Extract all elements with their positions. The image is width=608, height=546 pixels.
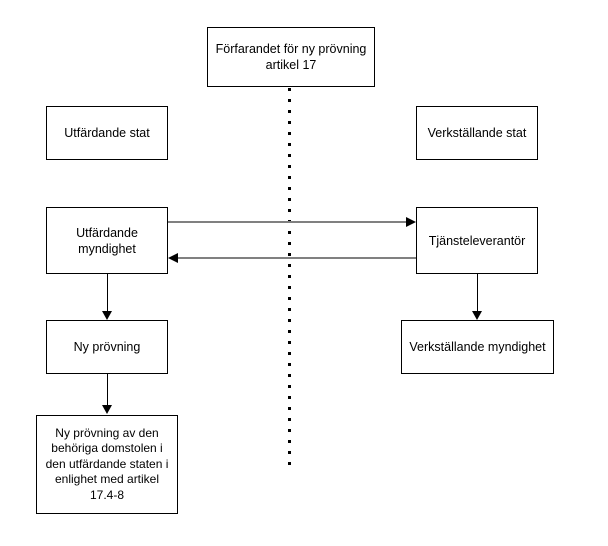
node-issuing-authority: Utfärdande myndighet xyxy=(46,207,168,274)
node-new-review: Ny prövning xyxy=(46,320,168,374)
node-service-provider: Tjänsteleverantör xyxy=(416,207,538,274)
arrowhead-right-icon xyxy=(406,217,416,227)
node-executing-state: Verkställande stat xyxy=(416,106,538,160)
node-procedure: Förfarandet för ny prövning artikel 17 xyxy=(207,27,375,87)
connector-service-provider-to-issuing-authority xyxy=(178,257,416,259)
arrowhead-down-icon xyxy=(102,405,112,414)
node-issuing-state: Utfärdande stat xyxy=(46,106,168,160)
connector-issuing-authority-to-service-provider xyxy=(168,221,408,223)
connector-new-review-to-court-review xyxy=(107,374,108,407)
node-court-review: Ny prövning av den behöriga domstolen i … xyxy=(36,415,178,514)
node-executing-authority: Verkställande myndighet xyxy=(401,320,554,374)
arrowhead-down-icon xyxy=(472,311,482,320)
connector-issuing-authority-to-new-review xyxy=(107,274,108,313)
state-border-divider xyxy=(288,88,291,470)
arrowhead-down-icon xyxy=(102,311,112,320)
arrowhead-left-icon xyxy=(168,253,178,263)
connector-service-provider-to-executing-authority xyxy=(477,274,478,313)
